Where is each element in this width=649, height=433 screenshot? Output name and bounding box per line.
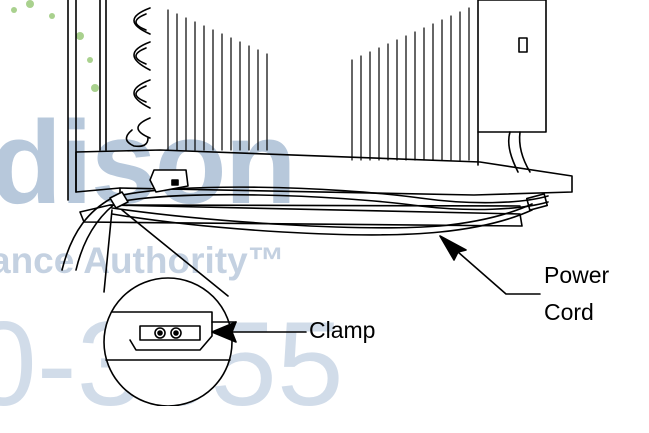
power-cord-leader — [439, 235, 541, 295]
base-pan — [75, 149, 573, 227]
clamp-on-unit — [109, 169, 189, 209]
label-power: Power — [544, 262, 610, 288]
diagram-stage: dison ance Authority™ 0-3355 — [0, 0, 610, 431]
zoom-lines — [103, 209, 229, 297]
fins — [167, 7, 470, 161]
label-clamp: Clamp — [309, 317, 376, 343]
watermark-line-2: ance Authority™ — [0, 240, 285, 281]
label-cord: Cord — [544, 299, 594, 325]
coil-bends — [125, 7, 151, 148]
air-conditioner-illustration — [11, 0, 573, 406]
clamp-leader — [211, 321, 307, 343]
magnified-detail — [103, 277, 237, 406]
watermark-dots — [11, 0, 99, 92]
unit-left-chassis — [67, 0, 107, 201]
power-cord — [61, 186, 549, 271]
unit-right-cabinet — [477, 0, 547, 173]
